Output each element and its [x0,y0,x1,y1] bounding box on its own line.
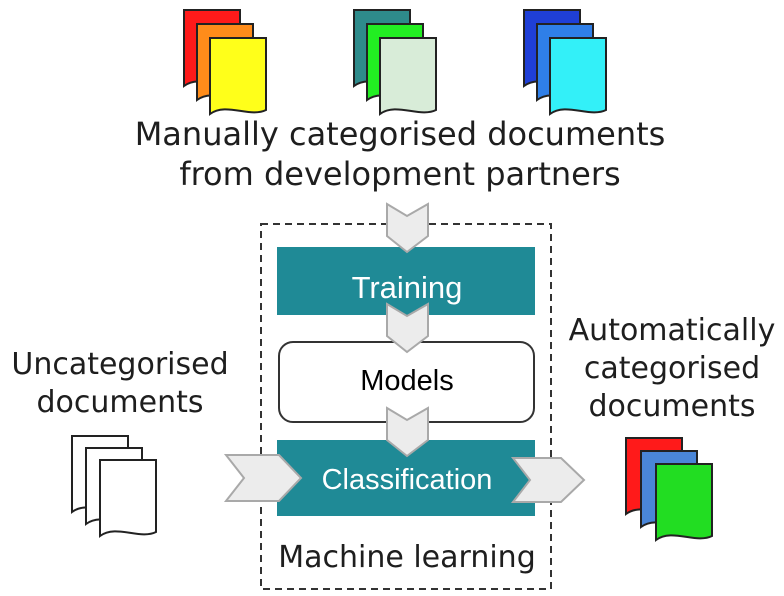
source-label-line: Manually categorised documents [134,115,666,153]
output-doc-stack [625,437,713,541]
document-icon [379,37,437,115]
document-icon [549,37,607,115]
output-label-line: categorised [583,351,761,386]
input-label-line: documents [36,385,204,420]
output-arrow [510,457,586,503]
document-icon [99,459,157,537]
source-doc-stack-warm [183,9,267,115]
input-doc-stack [71,435,157,537]
classification-label: Classification [321,464,493,496]
down-arrow-into-training [386,202,429,254]
output-label-line: Automatically [568,313,776,348]
source-doc-stack-green [353,9,437,115]
training-box [277,247,535,315]
document-icon [655,463,713,541]
machine-learning-label: Machine learning [278,540,536,575]
document-icon [209,37,267,115]
output-label-line: documents [588,389,756,424]
input-label-line: Uncategorised [11,347,229,382]
source-doc-stack-blue [523,9,607,115]
input-documents-label: Uncategorised documents [0,346,240,422]
down-arrow-into-models [386,302,429,354]
models-label: Models [360,365,454,397]
output-documents-label: Automatically categorised documents [560,312,784,426]
training-label: Training [351,270,463,305]
source-label-line: from development partners [179,155,621,193]
input-arrow [223,454,303,502]
source-documents-label: Manually categorised documents from deve… [120,114,680,194]
down-arrow-into-classification [386,406,429,458]
